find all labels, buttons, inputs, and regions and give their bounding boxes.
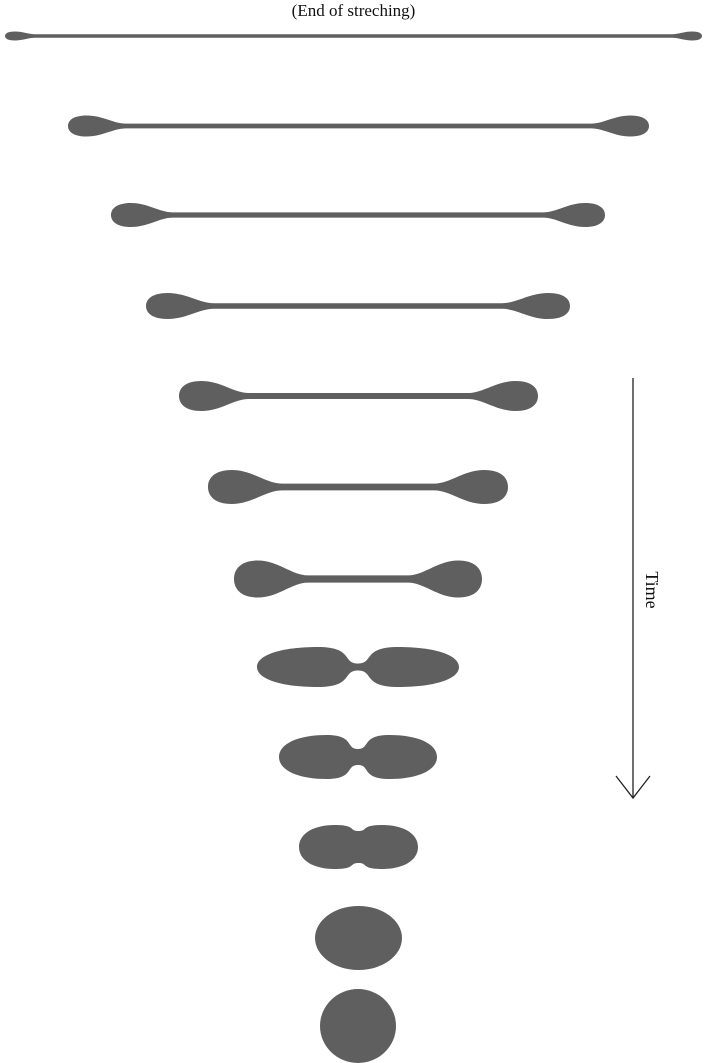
filament-stage-4 (146, 293, 570, 319)
filament-stage-2 (68, 116, 649, 137)
filament-stages (5, 32, 702, 1063)
filament-stage-1 (5, 32, 702, 41)
filament-stage-11 (315, 906, 402, 970)
caption-end-of-stretching: (End of streching) (0, 0, 707, 22)
filament-stage-5 (179, 381, 538, 411)
filament-stage-9 (279, 735, 437, 779)
filament-stage-10 (299, 825, 418, 869)
filament-stage-6 (208, 470, 508, 504)
filament-stage-7 (234, 561, 482, 598)
filament-stage-3 (111, 203, 605, 227)
filament-stage-8 (257, 647, 459, 687)
time-axis-label: Time (642, 570, 662, 610)
filament-stage-12 (320, 989, 396, 1063)
